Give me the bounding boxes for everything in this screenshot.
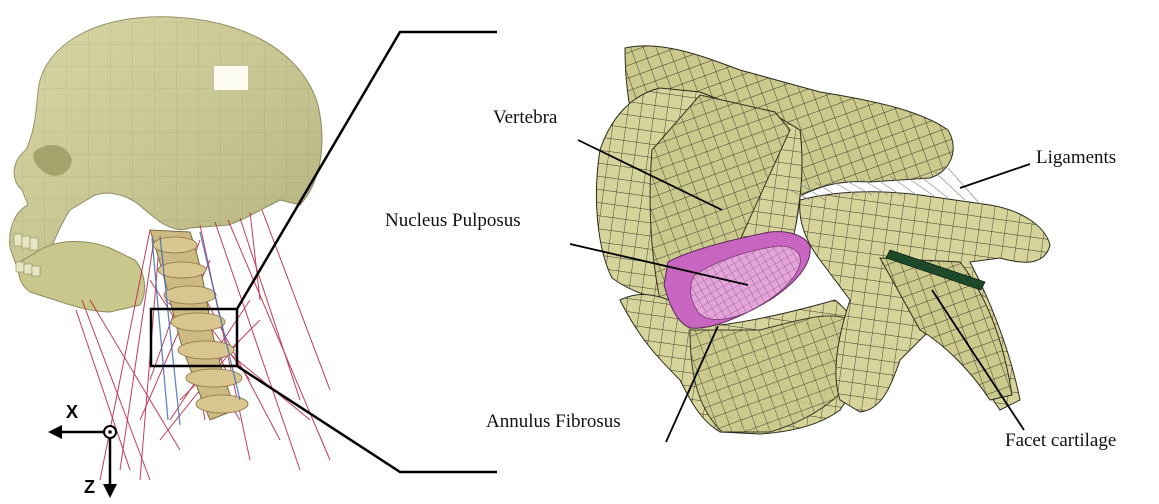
label-facet-cartilage: Facet cartilage [1005,430,1116,451]
label-annulus-fibrosus: Annulus Fibrosus [486,411,621,432]
motion-segment-detail [596,46,1050,434]
label-vertebra: Vertebra [493,107,558,128]
label-ligaments: Ligaments [1036,147,1116,168]
cervical-spine [150,230,248,425]
x-arrow-icon [48,425,62,439]
head-neck-model [10,17,330,480]
mandible [18,242,144,313]
z-axis-label: Z [84,477,95,497]
label-nucleus-pulposus: Nucleus Pulposus [385,210,521,231]
coordinate-axes: X Z [48,402,117,498]
z-arrow-icon [103,484,117,498]
x-axis-label: X [66,402,78,422]
skull-highlight [214,66,248,90]
